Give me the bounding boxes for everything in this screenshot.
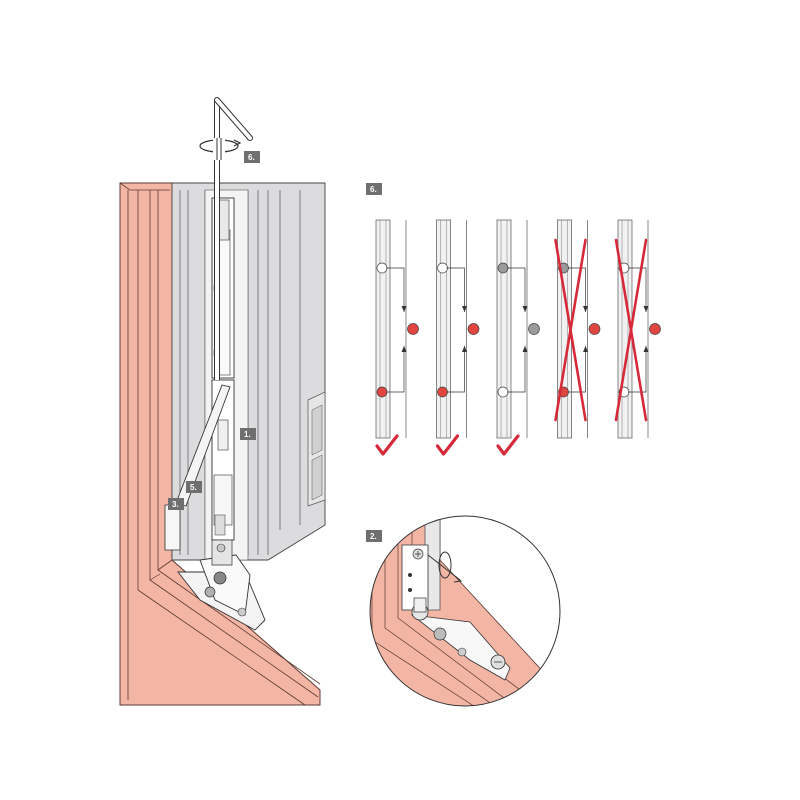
svg-text:3.: 3.	[172, 500, 179, 509]
bottom-marker	[497, 386, 509, 398]
step-tag-1: 1.	[240, 428, 256, 440]
middle-marker	[467, 323, 480, 335]
alignment-panel-tag: 6.	[366, 183, 382, 195]
middle-marker	[407, 323, 419, 335]
variant-rail	[496, 219, 512, 439]
svg-text:1.: 1.	[244, 430, 251, 439]
variant-rail	[436, 219, 451, 439]
check-icon	[375, 434, 399, 456]
middle-marker	[649, 323, 661, 335]
variant-rail	[375, 219, 391, 439]
detail-panel-tag: 2.	[366, 530, 382, 542]
svg-text:6.: 6.	[248, 153, 255, 162]
corner-hinge	[164, 504, 266, 631]
step-tag-5: 5.	[186, 481, 202, 493]
top-marker	[437, 262, 448, 274]
rotate-arrow-icon	[199, 138, 242, 160]
magnifier-circle-icon	[369, 515, 561, 707]
cross-icon	[614, 238, 648, 422]
step-tag-6-rotate: 6.	[244, 151, 260, 163]
top-marker	[376, 262, 388, 274]
cross-icon	[554, 238, 587, 422]
svg-text:5.: 5.	[190, 483, 197, 492]
middle-marker	[528, 323, 540, 335]
bottom-marker	[376, 386, 388, 398]
step-tag-3: 3.	[168, 498, 184, 510]
middle-marker	[588, 323, 601, 335]
sash-profile	[171, 182, 326, 561]
check-icon	[435, 434, 460, 456]
bottom-marker	[437, 386, 448, 398]
svg-text:6.: 6.	[370, 185, 377, 194]
svg-text:2.: 2.	[370, 532, 377, 541]
alignment-variants	[375, 219, 661, 456]
top-marker	[497, 262, 509, 274]
check-icon	[496, 434, 520, 456]
